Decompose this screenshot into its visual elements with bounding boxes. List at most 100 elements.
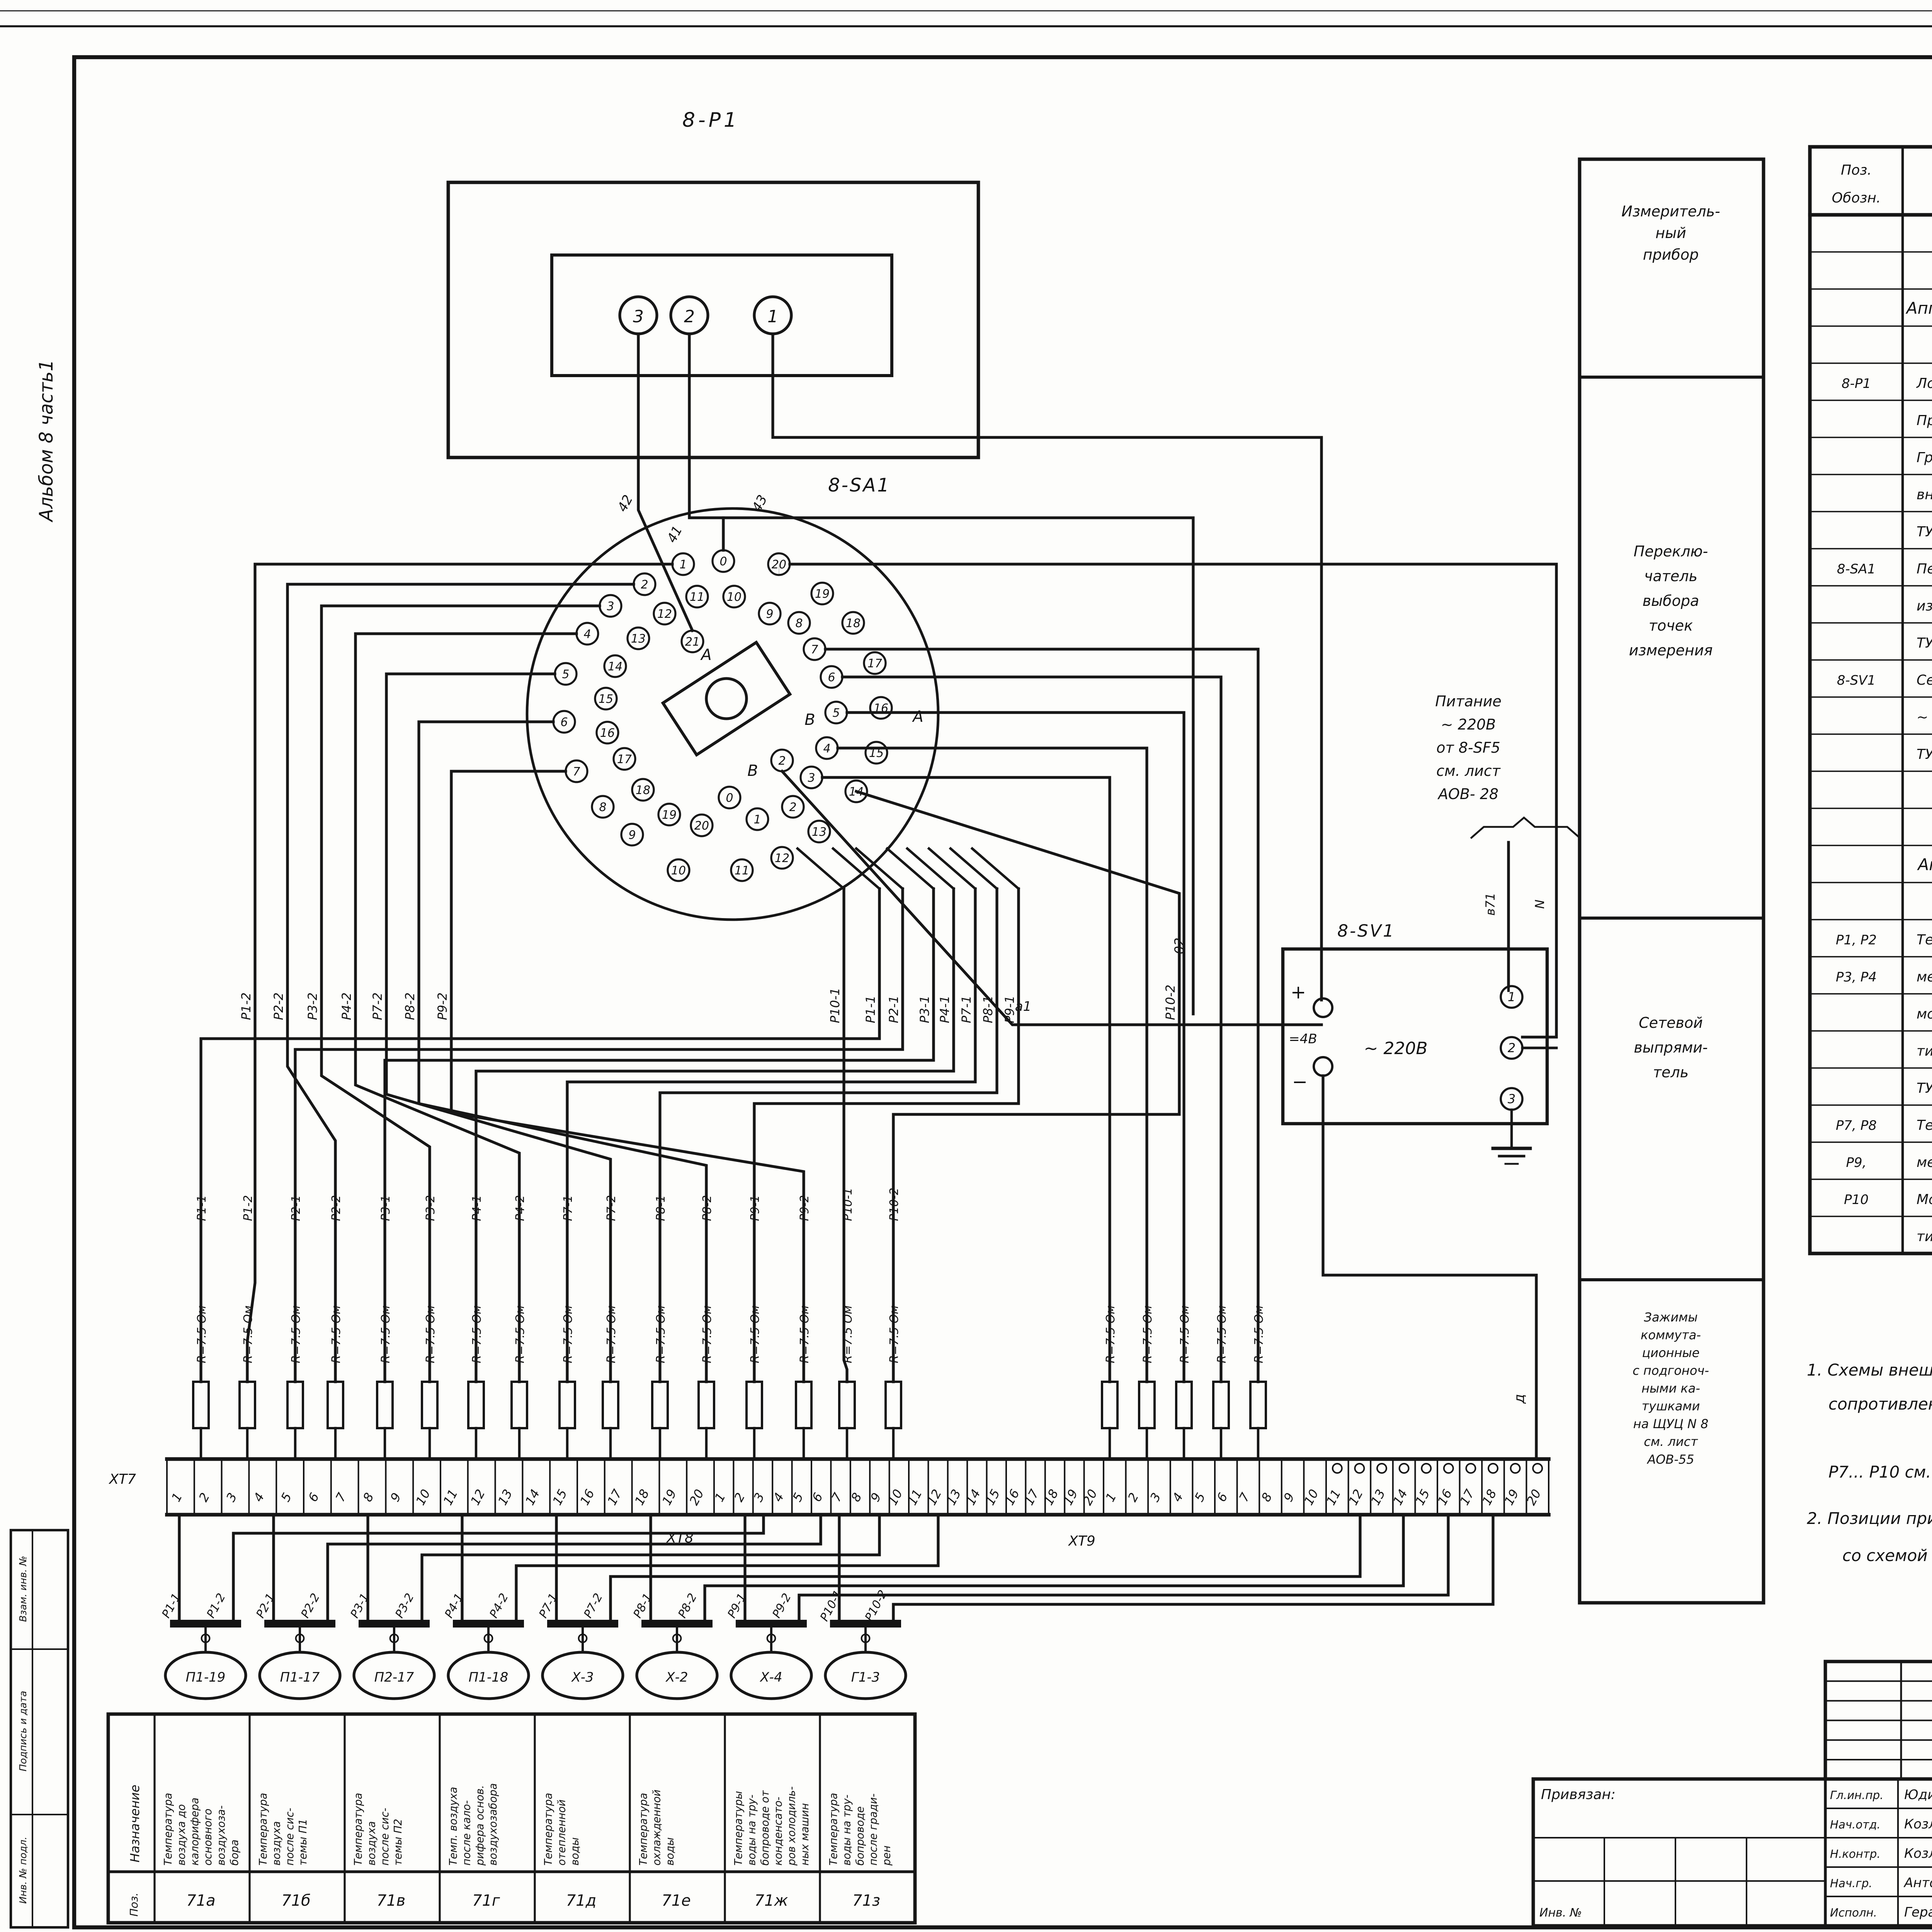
parts-pos: Р10	[1844, 1192, 1869, 1208]
sensor-link-node	[578, 1633, 588, 1643]
wire-name: Р3-2	[305, 992, 320, 1020]
terminal-number: 4	[251, 1490, 267, 1504]
sidebar-text: выбора	[1643, 592, 1699, 609]
wire-41	[688, 332, 1195, 1015]
resistor-wire-name: Р2-1	[289, 1195, 303, 1221]
sensor-wire-name: Р2-2	[298, 1591, 322, 1621]
purpose-text: темы П2	[392, 1819, 404, 1866]
terminal-number: 1	[168, 1490, 185, 1504]
minus-sign: −	[1292, 1071, 1308, 1093]
sensor-tag: П1-17	[280, 1670, 320, 1685]
rotor-circle	[705, 677, 748, 720]
bus-bar	[359, 1620, 430, 1628]
switch-contact-number: 20	[694, 819, 709, 833]
switch-contact-number: 5	[832, 706, 840, 720]
wire-name: Р2-2	[271, 992, 286, 1020]
terminal-number: 15	[983, 1487, 1003, 1508]
meter-terminal-number: 2	[684, 307, 695, 327]
titleblock-main	[1531, 1777, 1932, 1928]
bus-bar	[830, 1620, 901, 1628]
sensor-link-node	[389, 1633, 399, 1643]
terminal-ring	[1443, 1463, 1454, 1474]
purpose-text: Температура	[352, 1793, 364, 1866]
purpose-text: ных машин	[799, 1803, 811, 1866]
parts-name: Термопреобразователь сопротивления	[1917, 1117, 1932, 1133]
switch-contact	[603, 654, 627, 678]
sidebar-text: Сетевой	[1639, 1014, 1703, 1031]
wire-number: 42	[614, 492, 636, 514]
meter-outer-box	[446, 180, 980, 459]
stamp-label: Инв. № подл.	[17, 1837, 29, 1904]
resistor-wire-name: Р4-2	[514, 1195, 527, 1221]
wire-name: Р9-2	[435, 992, 450, 1020]
resistor	[651, 1381, 669, 1429]
switch-contact-number: 11	[735, 864, 749, 878]
terminal-number: 16	[1002, 1487, 1022, 1508]
switch-contact	[667, 858, 690, 882]
rectifier-terminal	[1500, 985, 1524, 1009]
sidebar-text: на ЩУЦ N 8	[1633, 1417, 1709, 1431]
sidebar-text: см. лист	[1644, 1434, 1698, 1449]
wire-d	[1321, 1074, 1538, 1461]
resistor-wire-name: Р3-1	[379, 1195, 393, 1221]
purpose-text: после сис-	[284, 1808, 296, 1866]
terminal-number: 18	[632, 1487, 652, 1508]
resistor	[795, 1381, 813, 1429]
bundle-wire-bottom	[383, 887, 935, 1383]
note-line: 1. Схемы внешних проводок термопреобразо…	[1807, 1361, 1932, 1379]
stamp-label: Взам. инв. №	[17, 1556, 29, 1622]
bus-bar	[453, 1620, 524, 1628]
switch-deck-letter: В	[747, 762, 758, 780]
switch-contact	[758, 602, 782, 626]
switch-contact-number: 19	[662, 808, 677, 822]
switch-contact-number: 3	[808, 771, 815, 785]
dc-voltage: =4В	[1289, 1031, 1317, 1047]
terminal-number: 17	[604, 1486, 625, 1507]
switch-contact	[863, 651, 887, 675]
wire-right	[841, 675, 1223, 1383]
switch-contact-number: 17	[617, 753, 632, 766]
switch-contact-number: 17	[867, 657, 882, 670]
bundle-wire-left	[246, 563, 674, 1383]
bundle-wire-bottom	[566, 887, 977, 1383]
switch-contact	[810, 582, 834, 605]
terminal-ring	[1398, 1463, 1410, 1474]
wire-right	[836, 747, 1148, 1383]
terminal-number: 6	[305, 1490, 322, 1504]
wire-name: Р3-1	[917, 995, 932, 1023]
purpose-pos: 71б	[281, 1892, 311, 1910]
resistor-value: R=7.5 Ом	[888, 1306, 901, 1363]
terminal-number: 11	[440, 1487, 461, 1508]
wire-tag-v71: в71	[1483, 893, 1498, 916]
stamp-box	[9, 1529, 70, 1929]
bus-bar	[264, 1620, 335, 1628]
rectifier-terminal-number: 2	[1508, 1041, 1515, 1055]
switch-contact	[781, 795, 805, 819]
switch-contact	[620, 823, 644, 847]
terminal-number: 10	[885, 1487, 906, 1508]
terminal-number: 20	[687, 1487, 707, 1508]
terminal-number: 4	[1169, 1490, 1186, 1504]
switch-contact	[631, 778, 655, 802]
sidebar-text: ными ка-	[1641, 1381, 1700, 1396]
purpose-text: воздуха	[270, 1821, 282, 1866]
purpose-pos: 71в	[377, 1892, 405, 1910]
purpose-pos: 71а	[186, 1892, 215, 1910]
parts-name: измерения типа ПТИ-М	[1917, 598, 1932, 614]
switch-contact-number: 8	[599, 801, 606, 814]
terminal-number: 6	[1214, 1490, 1231, 1504]
terminal-number: 3	[1147, 1490, 1164, 1504]
switch-contact-number: 0	[726, 791, 733, 805]
resistor-value: R=7.5 Ом	[798, 1306, 811, 1363]
power-note: Питание	[1435, 693, 1502, 710]
resistor-wire-name: Р10-2	[888, 1188, 901, 1221]
terminal-number: 9	[1281, 1490, 1297, 1504]
note-line: со схемой автоматизации лист АОВ-6.	[1842, 1546, 1932, 1565]
resistor	[1175, 1381, 1193, 1429]
parts-pos: Р7, Р8	[1836, 1118, 1877, 1133]
resistor	[838, 1381, 856, 1429]
wire-name: Р1-2	[239, 992, 253, 1020]
sensor-link-node	[295, 1633, 305, 1643]
switch-contact	[869, 696, 893, 720]
switch-contact-number: 14	[608, 660, 622, 673]
